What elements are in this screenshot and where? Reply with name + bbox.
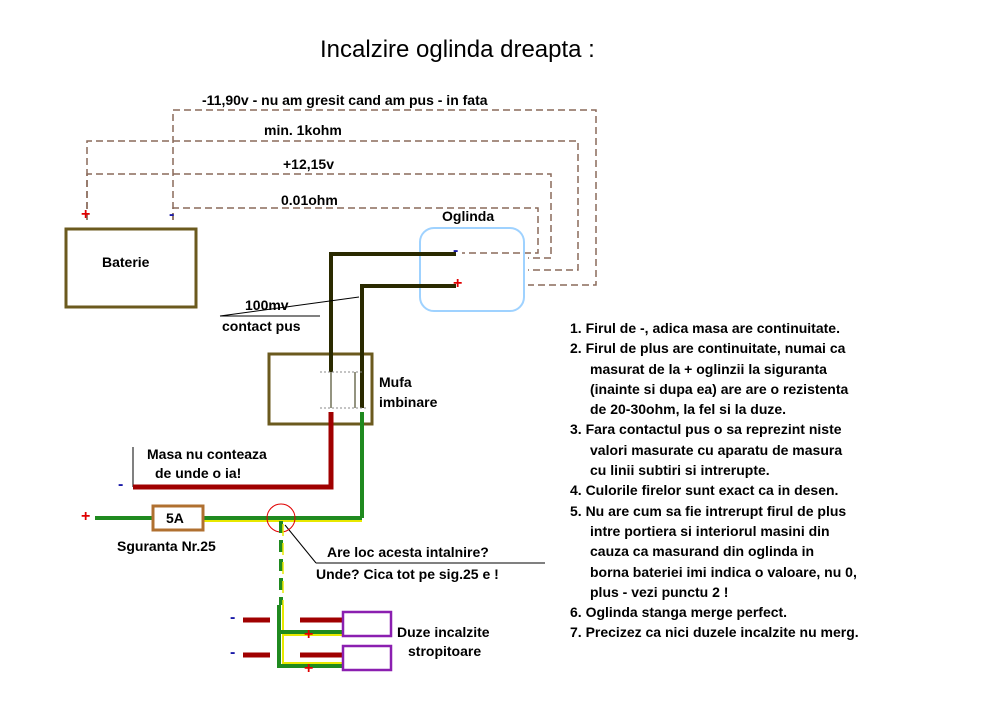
- measurement-line-2: [86, 140, 579, 271]
- nozzle-minus-wires: [243, 617, 343, 658]
- contact-label-2: contact pus: [222, 318, 301, 334]
- mirror-plus-sign: +: [453, 275, 463, 292]
- measurement-1: -11,90v - nu am gresit cand am pus - in …: [202, 92, 488, 108]
- fuse-plus-sign: +: [81, 508, 91, 525]
- nozzle1-plus-sign: +: [304, 626, 314, 643]
- measurement-3: +12,15v: [283, 156, 334, 172]
- question-1: Are loc acesta intalnire?: [327, 544, 489, 560]
- battery-box: [64, 227, 198, 309]
- ground-note-1: Masa nu conteaza: [147, 446, 267, 462]
- measurement-line-1: [172, 109, 597, 286]
- question-2: Unde? Cica tot pe sig.25 e !: [316, 566, 499, 582]
- note-line: masurat de la + oglinzii la siguranta: [590, 360, 827, 377]
- ground-wire: [133, 412, 334, 490]
- note-line: cauza ca masurand din oglinda in: [590, 543, 815, 560]
- question-leader: [284, 524, 317, 564]
- note-line: 2. Firul de plus are continuitate, numai…: [570, 340, 846, 357]
- diagram-title: Incalzire oglinda dreapta :: [320, 36, 595, 63]
- connector-ticks: [330, 372, 356, 408]
- mirror-minus-sign: -: [453, 242, 459, 259]
- note-line: 5. Nu are cum sa fie intrerupt firul de …: [570, 502, 847, 519]
- connector-label-1: Mufa: [379, 374, 412, 390]
- connector-box: [267, 352, 374, 426]
- ground-note-2: de unde o ia!: [155, 465, 242, 481]
- fuse-name: Sguranta Nr.25: [117, 538, 216, 554]
- nozzle2-plus-sign: +: [304, 660, 314, 677]
- note-line: 6. Oglinda stanga merge perfect.: [570, 604, 788, 621]
- battery-label: Baterie: [102, 254, 150, 270]
- nozzle2-minus-sign: -: [230, 644, 236, 661]
- notes-list: 1. Firul de -, adica masa are continuita…: [570, 318, 859, 643]
- fuse-value: 5A: [166, 510, 184, 526]
- nozzle1-minus-sign: -: [230, 609, 236, 626]
- connector-internal: [320, 371, 368, 409]
- connector-label-2: imbinare: [379, 394, 438, 410]
- nozzle-2: [341, 644, 393, 672]
- note-line: 1. Firul de -, adica masa are continuita…: [570, 320, 840, 336]
- nozzles-label-1: Duze incalzite: [397, 624, 490, 640]
- mirror-minus-wire: [329, 252, 456, 372]
- note-line: 4. Culorile firelor sunt exact ca in des…: [570, 482, 839, 499]
- mirror-label: Oglinda: [442, 208, 495, 224]
- note-line: (inainte si dupa ea) are are o rezistent…: [590, 380, 849, 397]
- note-line: 3. Fara contactul pus o sa reprezint nis…: [570, 421, 842, 438]
- note-line: valori masurate cu aparatu de masura: [590, 441, 843, 458]
- nozzles-label-2: stropitoare: [408, 643, 482, 659]
- mirror-plus-wire: [360, 284, 456, 408]
- contact-label-1: 100mv: [245, 297, 289, 313]
- battery-plus-sign: +: [81, 206, 91, 223]
- note-line: cu linii subtiri si intrerupte.: [590, 462, 770, 479]
- measurement-lines: [86, 109, 597, 286]
- fuse-box: [151, 504, 205, 532]
- battery-minus-sign: -: [169, 206, 175, 223]
- ground-minus-sign: -: [118, 476, 124, 493]
- nozzle-wiring: [277, 605, 343, 668]
- note-line: 7. Precizez ca nici duzele incalzite nu …: [570, 624, 859, 641]
- measurement-2: min. 1kohm: [264, 122, 342, 138]
- contact-leader: [219, 296, 360, 317]
- nozzle-1: [341, 610, 393, 638]
- note-line: de 20-30ohm, la fel si la duze.: [590, 401, 787, 418]
- mirror-wires: [329, 252, 456, 408]
- mirror-box: [419, 227, 525, 312]
- measurement-4: 0.01ohm: [281, 192, 338, 208]
- measurement-line-3: [86, 173, 552, 259]
- note-line: borna bateriei imi indica o valoare, nu …: [590, 563, 857, 580]
- note-line: intre portiera si interiorul masini din: [590, 522, 830, 539]
- note-line: plus - vezi punctu 2 !: [590, 583, 729, 600]
- measurement-line-4: [172, 207, 539, 254]
